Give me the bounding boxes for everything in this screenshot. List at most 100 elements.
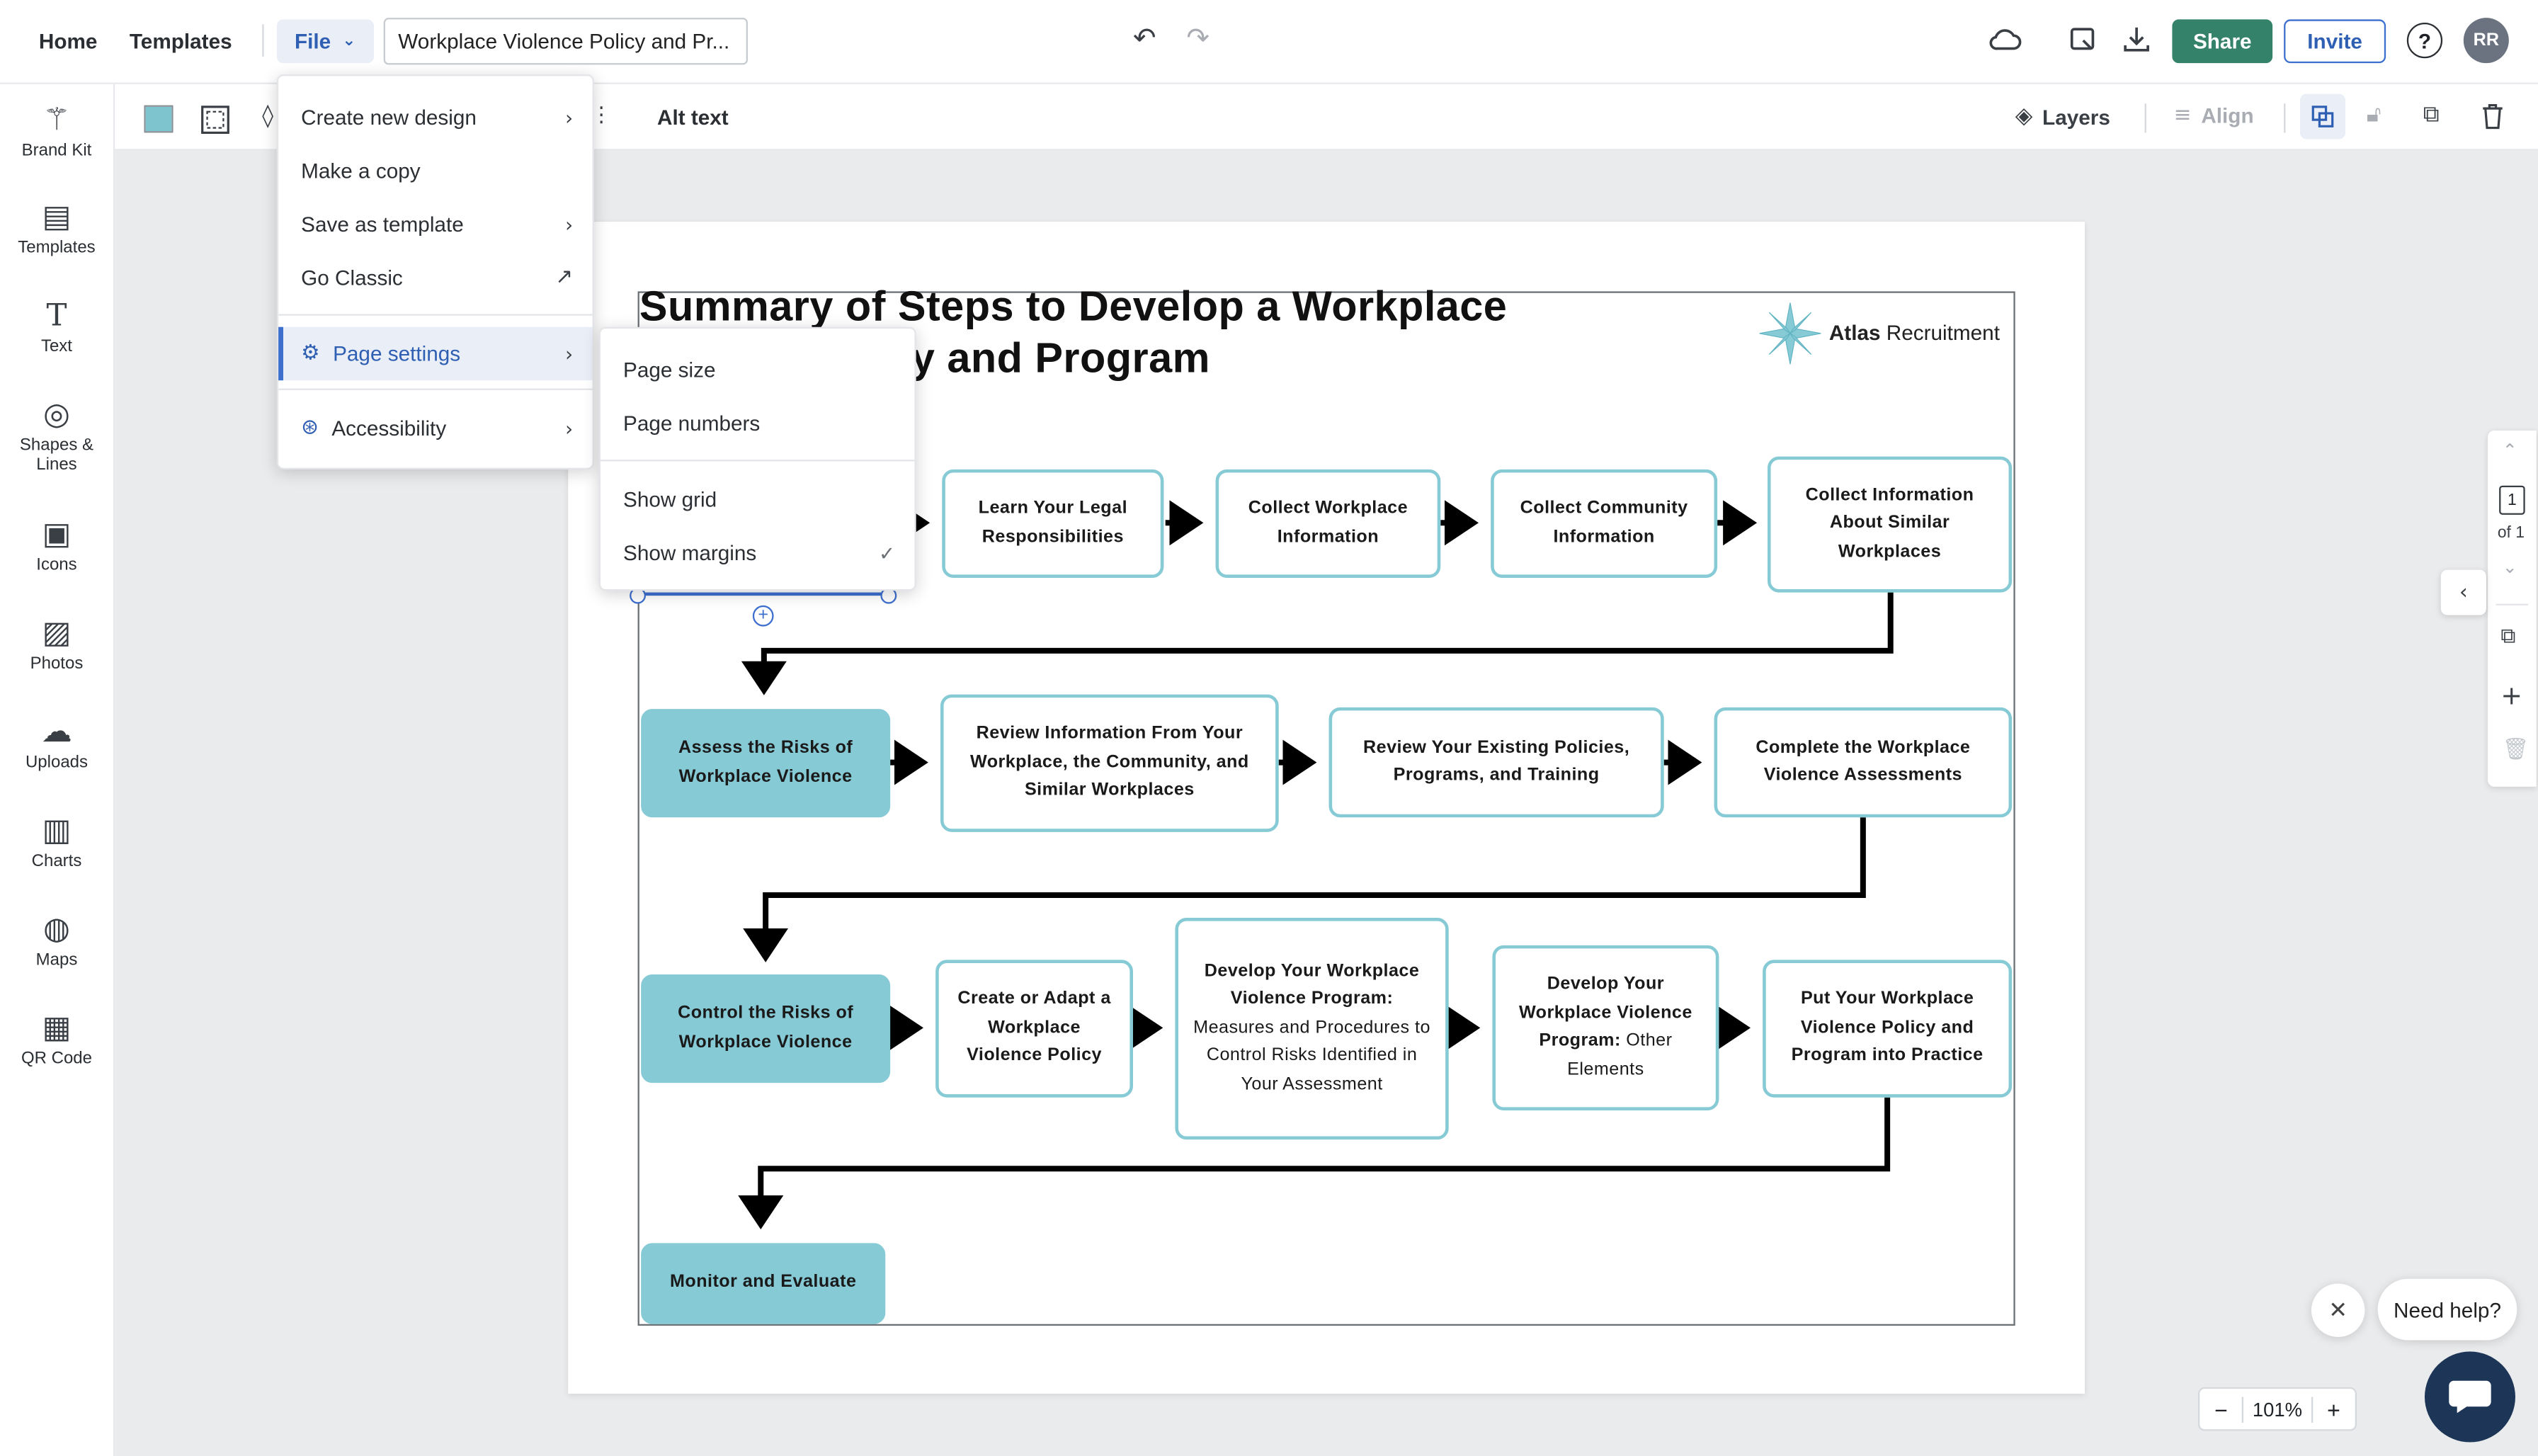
cloud-sync-icon[interactable] — [1988, 24, 2023, 64]
step-monitor-evaluate[interactable]: Monitor and Evaluate — [641, 1243, 886, 1324]
sidebar-item-shapes[interactable]: ◎ Shapes & Lines — [0, 398, 113, 474]
sidebar-item-icons[interactable]: ▣ Icons — [0, 518, 113, 574]
menu-label: Create new design — [301, 105, 477, 130]
lock-icon[interactable]: 🔓︎ — [2366, 101, 2381, 128]
step-assess-risks[interactable]: Assess the Risks of Workplace Violence — [641, 709, 891, 818]
step-develop-program-elements[interactable]: Develop Your Workplace Violence Program:… — [1492, 945, 1719, 1110]
menu-item-save-as-template[interactable]: Save as template› — [278, 198, 592, 251]
alt-text-button[interactable]: Alt text — [656, 105, 729, 130]
sidebar-label: Icons — [36, 554, 77, 575]
menu-label: Accessibility — [331, 416, 447, 440]
step-collect-community-info[interactable]: Collect Community Information — [1491, 469, 1718, 578]
sidebar-label: Charts — [31, 851, 82, 871]
delete-page-icon[interactable]: 🗑︎ — [2502, 738, 2530, 763]
menu-item-show-margins[interactable]: Show margins✓ — [601, 526, 914, 579]
sidebar-item-charts[interactable]: ▥ Charts — [0, 814, 113, 871]
redo-icon[interactable]: ↷ — [1186, 22, 1210, 55]
step-legal-responsibilities[interactable]: Learn Your Legal Responsibilities — [942, 469, 1164, 578]
drop-icon[interactable]: ◊ — [262, 103, 274, 130]
zoom-value[interactable]: 101% — [2252, 1397, 2303, 1421]
chevron-down-icon: ⌄ — [342, 32, 356, 50]
sidebar-item-photos[interactable]: ▨ Photos — [0, 617, 113, 673]
photo-icon: ▨ — [42, 615, 72, 651]
collapse-panel-button[interactable]: ‹ — [2440, 569, 2486, 615]
chat-launcher-button[interactable] — [2424, 1351, 2515, 1443]
menu-item-go-classic[interactable]: Go Classic↗ — [278, 251, 592, 304]
share-button[interactable]: Share — [2172, 19, 2273, 64]
divider — [2144, 103, 2146, 133]
menu-item-page-size[interactable]: Page size — [601, 343, 914, 397]
menu-item-page-numbers[interactable]: Page numbers — [601, 397, 914, 450]
home-link[interactable]: Home — [38, 29, 98, 54]
border-style-icon[interactable] — [200, 106, 229, 143]
align-button[interactable]: ≡ Align — [2174, 103, 2254, 127]
step-create-policy[interactable]: Create or Adapt a Workplace Violence Pol… — [935, 960, 1133, 1098]
step-collect-similar-workplaces[interactable]: Collect Information About Similar Workpl… — [1767, 456, 2013, 593]
selection-line — [641, 592, 884, 596]
fill-color-swatch[interactable] — [144, 105, 173, 133]
avatar[interactable]: RR — [2463, 18, 2509, 64]
menu-label: Show margins — [622, 540, 757, 565]
file-menu-button[interactable]: File ⌄ — [276, 19, 374, 64]
document-heading[interactable]: Summary of Steps to Develop a Workplace … — [639, 280, 1546, 383]
sidebar-label: Templates — [18, 237, 96, 258]
templates-link[interactable]: Templates — [129, 29, 232, 54]
step-develop-program-measures[interactable]: Develop Your Workplace Violence Program:… — [1175, 917, 1449, 1140]
present-icon[interactable] — [2068, 26, 2098, 64]
accessibility-icon: ⊛ — [301, 416, 319, 440]
download-icon[interactable] — [2122, 24, 2151, 63]
menu-separator — [278, 314, 593, 316]
step-complete-assessments[interactable]: Complete the Workplace Violence Assessme… — [1714, 707, 2013, 818]
text-icon: T — [46, 297, 67, 334]
add-connector-icon[interactable]: + — [752, 605, 774, 627]
menu-separator — [600, 460, 915, 462]
sidebar-item-text[interactable]: T Text — [0, 300, 113, 356]
list-icon[interactable]: ⋮ — [591, 103, 612, 128]
connector-row2-row3 — [743, 817, 1866, 962]
menu-label: Go Classic — [301, 265, 403, 290]
invite-button[interactable]: Invite — [2284, 19, 2386, 64]
need-help-bubble[interactable]: Need help? — [2377, 1278, 2517, 1341]
step-control-risks[interactable]: Control the Risks of Workplace Violence — [641, 974, 891, 1084]
group-button[interactable] — [2299, 93, 2345, 140]
step-review-policies[interactable]: Review Your Existing Policies, Programs,… — [1328, 707, 1664, 818]
menu-item-make-copy[interactable]: Make a copy — [278, 144, 592, 197]
layers-button[interactable]: ◈ Layers — [2015, 103, 2110, 130]
menu-label: Save as template — [301, 212, 464, 237]
page-settings-submenu: Page size Page numbers Show grid Show ma… — [598, 326, 916, 591]
undo-icon[interactable]: ↶ — [1132, 22, 1156, 55]
step-bold: Develop Your Workplace Violence Program: — [1518, 974, 1692, 1051]
help-icon[interactable]: ? — [2406, 22, 2443, 59]
sidebar-item-brand-kit[interactable]: ⚚ Brand Kit — [0, 103, 113, 160]
align-label: Align — [2201, 103, 2254, 128]
duplicate-page-icon[interactable]: ⧉ — [2500, 625, 2516, 649]
sidebar-item-qr-code[interactable]: ▦ QR Code — [0, 1012, 113, 1069]
align-icon: ≡ — [2173, 103, 2192, 128]
step-regular: Other Elements — [1567, 1030, 1673, 1079]
duplicate-icon[interactable]: ⧉ — [2423, 101, 2440, 128]
brand-rest: Recruitment — [1880, 320, 2000, 345]
menu-item-show-grid[interactable]: Show grid — [601, 472, 914, 525]
trash-icon[interactable] — [2481, 103, 2504, 137]
document-title-input[interactable]: Workplace Violence Policy and Pr... — [383, 18, 748, 65]
menu-item-create-new-design[interactable]: Create new design› — [278, 91, 592, 144]
sidebar-item-maps[interactable]: ◍ Maps — [0, 913, 113, 969]
sidebar-item-uploads[interactable]: ☁ Uploads — [0, 715, 113, 772]
add-page-icon[interactable]: + — [2500, 679, 2523, 711]
menu-item-accessibility[interactable]: ⊛ Accessibility› — [278, 402, 592, 455]
zoom-out-button[interactable]: − — [2200, 1396, 2244, 1422]
brand-name[interactable]: Atlas Recruitment — [1829, 321, 2000, 345]
sidebar-item-templates[interactable]: ▤ Templates — [0, 200, 113, 257]
step-put-into-practice[interactable]: Put Your Workplace Violence Policy and P… — [1763, 960, 2013, 1098]
zoom-in-button[interactable]: + — [2310, 1396, 2355, 1422]
step-review-information[interactable]: Review Information From Your Workplace, … — [940, 694, 1279, 832]
compass-logo-icon — [1758, 301, 1822, 374]
menu-label: Show grid — [622, 487, 717, 512]
chevron-up-icon[interactable]: ⌃ — [2502, 440, 2517, 462]
menu-item-page-settings[interactable]: ⚙ Page settings› — [278, 326, 593, 381]
close-help-button[interactable]: ✕ — [2311, 1283, 2365, 1337]
step-collect-workplace-info[interactable]: Collect Workplace Information — [1215, 469, 1441, 578]
page-number-box[interactable]: 1 — [2499, 485, 2525, 515]
chevron-down-icon[interactable]: ⌄ — [2502, 557, 2517, 578]
